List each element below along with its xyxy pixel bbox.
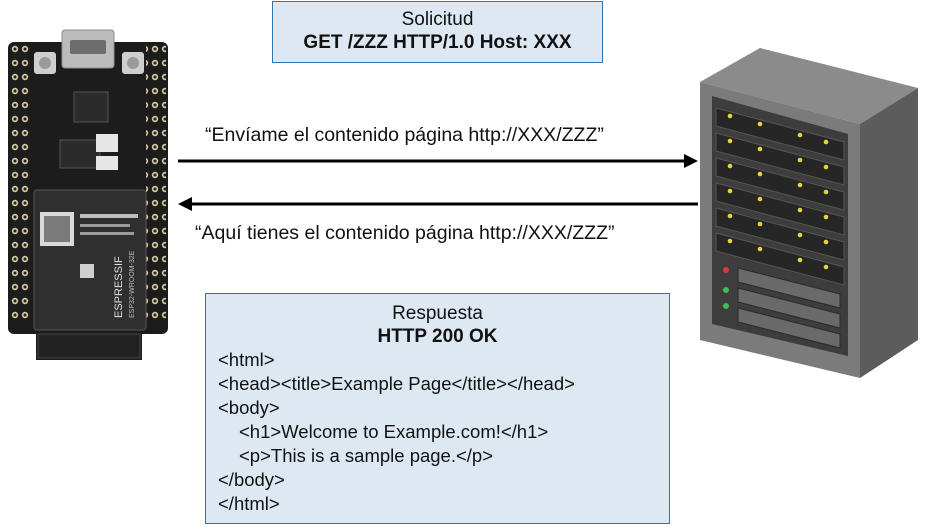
response-arrow: [178, 197, 698, 211]
server-led: [757, 196, 763, 202]
server-led: [757, 246, 763, 252]
server-led: [727, 238, 733, 244]
server-led: [727, 163, 733, 169]
server-led: [823, 239, 829, 245]
server-led: [757, 171, 763, 177]
server-bay: [715, 207, 845, 261]
server-status-led: [723, 267, 729, 273]
server-status-led: [723, 303, 729, 309]
server-bay: [715, 107, 845, 161]
code-line: </body>: [218, 469, 285, 490]
server-led: [727, 188, 733, 194]
server-drive: [737, 287, 841, 329]
server-led: [797, 182, 803, 188]
module-brand-text: ESPRESSIF: [113, 256, 125, 318]
server-led: [727, 113, 733, 119]
request-box: Solicitud GET /ZZZ HTTP/1.0 Host: XXX: [272, 1, 603, 63]
response-title: Respuesta: [392, 303, 483, 324]
module-model-text: ESP32-WROOM-32E: [129, 250, 136, 318]
server-led: [823, 189, 829, 195]
server-led: [797, 132, 803, 138]
server-led: [797, 232, 803, 238]
server-status-led: [723, 287, 729, 293]
server-led: [727, 213, 733, 219]
request-message: “Envíame el contenido página http://XXX/…: [205, 124, 604, 146]
server-drive: [737, 307, 841, 349]
server-led: [797, 207, 803, 213]
request-line: GET /ZZZ HTTP/1.0 Host: XXX: [303, 32, 572, 53]
server-bay: [715, 182, 845, 236]
code-line: <head><title>Example Page</title></head>: [218, 373, 575, 394]
server-led: [823, 139, 829, 145]
server-led: [797, 157, 803, 163]
code-line: </html>: [218, 493, 280, 514]
server-led: [823, 214, 829, 220]
server-led: [823, 264, 829, 270]
response-status: HTTP 200 OK: [377, 326, 498, 347]
code-line: <html>: [218, 349, 275, 370]
code-line: <h1>Welcome to Example.com!</h1>: [239, 421, 549, 442]
response-message: “Aquí tienes el contenido página http://…: [195, 222, 615, 244]
server-bay: [715, 232, 845, 286]
server-bay: [715, 157, 845, 211]
request-arrow: [178, 154, 698, 168]
server-led: [823, 164, 829, 170]
response-box: Respuesta HTTP 200 OK <html> <head><titl…: [205, 293, 670, 524]
code-line: <p>This is a sample page.</p>: [239, 445, 494, 466]
server-led: [757, 221, 763, 227]
code-line: <body>: [218, 397, 280, 418]
server-led: [757, 146, 763, 152]
server-drive: [737, 267, 841, 309]
server-led: [727, 138, 733, 144]
server-led: [757, 121, 763, 127]
server-bay: [715, 132, 845, 186]
request-title: Solicitud: [401, 9, 474, 30]
server-led: [797, 257, 803, 263]
